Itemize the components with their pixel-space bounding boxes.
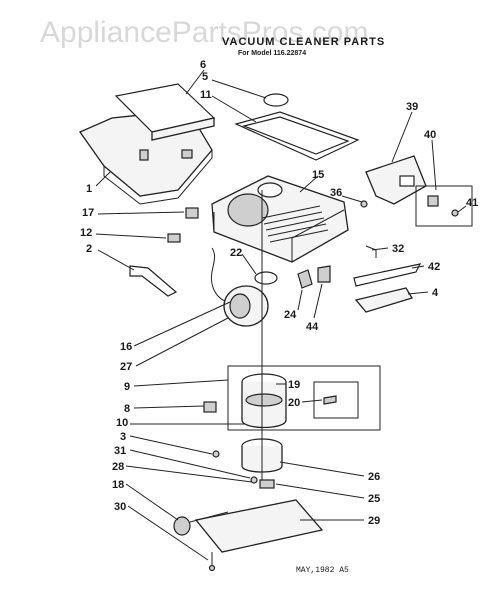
callout-31: 31 — [114, 445, 126, 457]
screw-36 — [360, 200, 368, 208]
model-subtitle: For Model 116.22874 — [238, 50, 306, 57]
lid-assembly — [79, 83, 216, 205]
screw-31 — [250, 476, 258, 484]
motor-fan — [241, 373, 287, 429]
callout-36: 36 — [330, 187, 342, 199]
leader-lines — [95, 69, 467, 561]
callout-29: 29 — [368, 515, 380, 527]
callout-16: 16 — [120, 341, 132, 353]
callout-8: 8 — [124, 403, 130, 415]
latch-44 — [317, 265, 331, 283]
callout-25: 25 — [368, 493, 380, 505]
callout-27: 27 — [120, 361, 132, 373]
callout-3: 3 — [120, 431, 126, 443]
callout-5: 5 — [202, 71, 208, 83]
switch-detail-box — [415, 185, 473, 227]
screw-3 — [212, 450, 220, 458]
callout-12: 12 — [80, 227, 92, 239]
callout-32: 32 — [392, 243, 404, 255]
callout-17: 17 — [82, 207, 94, 219]
callout-4: 4 — [432, 287, 439, 299]
callout-15: 15 — [312, 169, 324, 181]
bushing-8 — [203, 401, 217, 413]
callout-2: 2 — [86, 243, 92, 255]
watermark: AppliancePartsPros.com — [40, 16, 368, 49]
callout-19: 19 — [288, 379, 300, 391]
clip-12 — [167, 233, 181, 243]
callout-1: 1 — [86, 183, 92, 195]
callout-labels: 6 5 11 1 17 12 2 15 36 39 40 41 32 42 4 … — [80, 59, 478, 527]
screw-32 — [365, 245, 377, 258]
seal-ring — [254, 271, 278, 285]
callout-18: 18 — [112, 479, 124, 491]
callout-28: 28 — [112, 461, 124, 473]
handle-42 — [353, 263, 422, 287]
lid-gasket — [234, 111, 360, 161]
clip-17 — [185, 207, 199, 219]
diagram-title: VACUUM CLEANER PARTS — [222, 36, 385, 48]
callout-44: 44 — [306, 321, 319, 333]
wheel-18 — [173, 516, 191, 536]
callout-40: 40 — [424, 129, 436, 141]
callout-41: 41 — [466, 197, 478, 209]
brush-detail-box — [313, 381, 359, 419]
filter-disc — [263, 93, 289, 107]
callout-11: 11 — [200, 89, 212, 101]
callout-39: 39 — [406, 101, 418, 113]
callout-24: 24 — [284, 309, 297, 321]
main-housing — [211, 175, 349, 263]
callout-10: 10 — [116, 417, 128, 429]
callout-9: 9 — [124, 381, 130, 393]
motor-cover — [223, 285, 269, 327]
callout-42: 42 — [428, 261, 440, 273]
handle-4 — [354, 287, 413, 313]
callout-6: 6 — [200, 59, 206, 71]
bracket — [129, 265, 178, 297]
callout-30: 30 — [114, 501, 126, 513]
latch-24 — [297, 269, 313, 289]
callout-20: 20 — [288, 397, 300, 409]
spacer-25 — [259, 479, 275, 489]
callout-26: 26 — [368, 471, 380, 483]
callout-22: 22 — [230, 247, 242, 259]
switch-housing — [365, 155, 427, 205]
base-plate — [194, 499, 324, 553]
motor-assembly-box — [227, 365, 381, 431]
footer-date: MAY,1982 A5 — [296, 566, 349, 575]
